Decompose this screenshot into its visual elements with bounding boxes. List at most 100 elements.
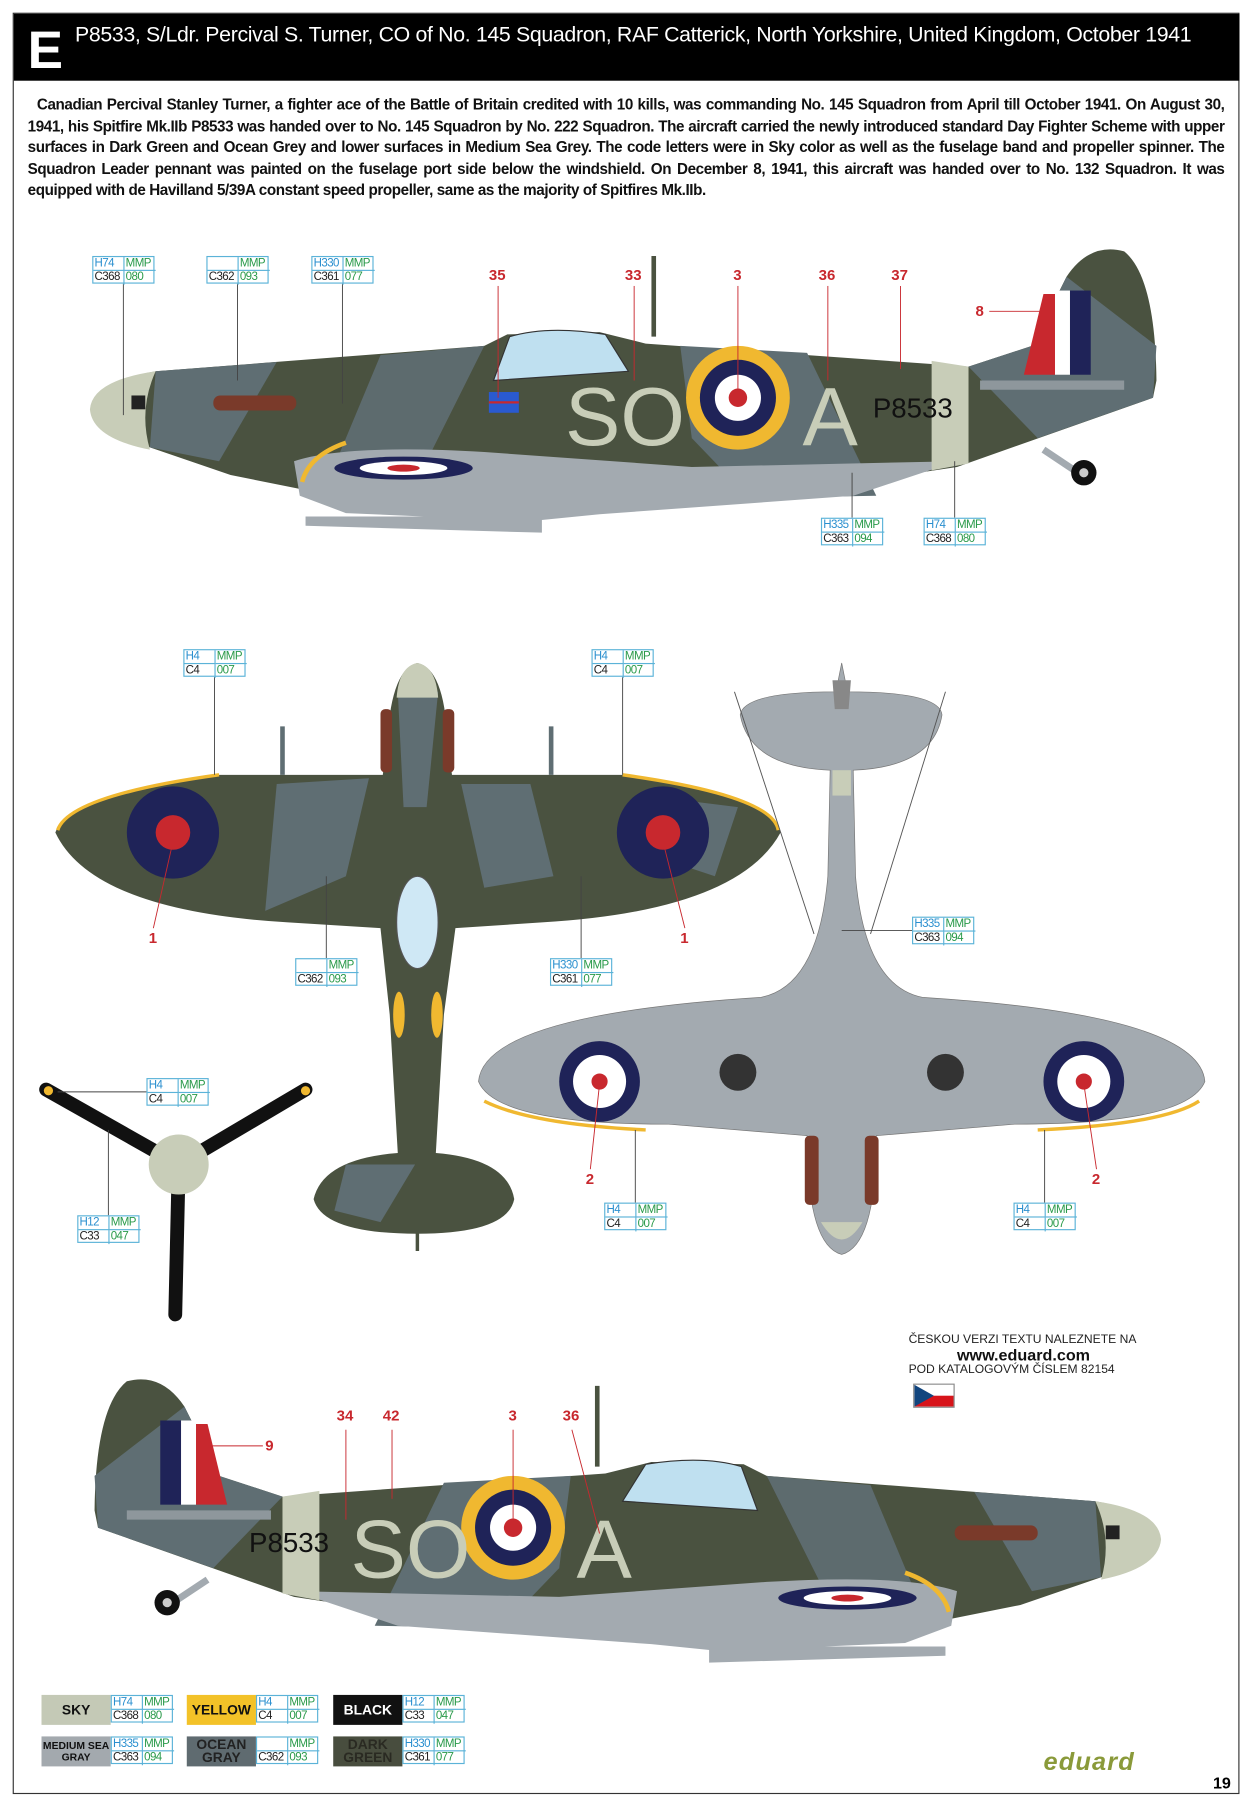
paint-code: 047 bbox=[110, 1230, 129, 1243]
czech-flag-icon bbox=[913, 1383, 955, 1408]
color-swatch: YELLOW bbox=[186, 1694, 256, 1725]
paint-code: MMP bbox=[343, 257, 375, 271]
paint-code: 007 bbox=[216, 664, 235, 677]
color-swatch: DARK GREEN bbox=[333, 1736, 403, 1767]
paint-code: 093 bbox=[328, 973, 347, 986]
profile-description: Canadian Percival Stanley Turner, a figh… bbox=[27, 95, 1225, 199]
paint-code: C368 bbox=[925, 532, 956, 547]
paint-code: C368 bbox=[112, 1709, 143, 1724]
paint-code: 047 bbox=[435, 1709, 454, 1723]
decal-number: 37 bbox=[891, 266, 908, 284]
paint-code: C363 bbox=[913, 931, 945, 946]
paint-code: MMP bbox=[238, 257, 270, 271]
paint-code: MMP bbox=[434, 1696, 466, 1710]
paint-code: 080 bbox=[144, 1709, 162, 1723]
paint-code: H12 bbox=[403, 1696, 435, 1710]
paint-code: C368 bbox=[93, 270, 125, 285]
paint-code: H330 bbox=[403, 1737, 435, 1752]
paint-code: MMP bbox=[142, 1738, 175, 1752]
decal-leader-lines bbox=[152, 285, 1097, 1534]
decal-number: 3 bbox=[733, 266, 742, 284]
paint-code: H4 bbox=[184, 650, 216, 665]
eduard-website-link[interactable]: www.eduard.com bbox=[956, 1345, 1091, 1364]
color-swatch: MEDIUM SEA GRAY bbox=[41, 1736, 111, 1767]
paint-code: 077 bbox=[435, 1751, 454, 1765]
page-frame bbox=[12, 12, 1240, 1795]
paint-code: H330 bbox=[312, 257, 344, 271]
code-letters-left: SO bbox=[565, 370, 685, 463]
paint-code: C362 bbox=[257, 1751, 289, 1766]
paint-code: MMP bbox=[944, 918, 976, 932]
paint-code: MMP bbox=[582, 959, 614, 974]
paint-code: C361 bbox=[404, 1751, 435, 1766]
paint-code: 077 bbox=[583, 973, 601, 986]
decal-number: 1 bbox=[680, 929, 689, 947]
color-swatch: OCEAN GRAY bbox=[186, 1736, 256, 1767]
top-view bbox=[55, 662, 781, 1252]
decal-number: 35 bbox=[488, 266, 506, 284]
decal-number: 1 bbox=[148, 929, 158, 947]
paint-code bbox=[257, 1737, 289, 1752]
propeller-view bbox=[39, 1082, 313, 1322]
code-letters-left-starboard: SO bbox=[351, 1502, 471, 1595]
decal-number: 42 bbox=[382, 1406, 400, 1424]
paint-code: 080 bbox=[125, 270, 144, 284]
paint-code: H4 bbox=[1014, 1203, 1046, 1218]
paint-code: MMP bbox=[142, 1696, 175, 1710]
paint-code: H4 bbox=[605, 1203, 637, 1218]
paint-code: MMP bbox=[853, 519, 885, 533]
paint-code: C363 bbox=[112, 1751, 143, 1766]
paint-code: 094 bbox=[945, 931, 963, 945]
decal-number: 36 bbox=[818, 266, 836, 284]
paint-code: H4 bbox=[592, 650, 624, 665]
paint-code bbox=[296, 959, 328, 974]
paint-code: MMP bbox=[434, 1738, 466, 1752]
paint-code: H335 bbox=[111, 1737, 143, 1752]
profile-letter: E bbox=[27, 19, 64, 80]
paint-code: H4 bbox=[257, 1696, 289, 1710]
paint-code: C4 bbox=[593, 664, 624, 678]
paint-code: 007 bbox=[1046, 1217, 1065, 1231]
paint-code: H74 bbox=[924, 518, 956, 533]
paint-code: H4 bbox=[147, 1079, 179, 1094]
paint-code: C4 bbox=[148, 1093, 179, 1107]
color-swatch: SKY bbox=[41, 1694, 111, 1725]
paint-code: 094 bbox=[144, 1751, 162, 1765]
serial-number: P8533 bbox=[873, 392, 953, 423]
eduard-logo: eduard bbox=[1043, 1746, 1135, 1776]
paint-code: 093 bbox=[239, 270, 258, 284]
paint-code: C361 bbox=[312, 270, 344, 285]
paint-code: 093 bbox=[289, 1751, 307, 1765]
czech-version-note: ČESKOU VERZI TEXTU NALEZNETE NA www.edua… bbox=[909, 1333, 1163, 1378]
czech-note-line1: ČESKOU VERZI TEXTU NALEZNETE NA bbox=[908, 1332, 1137, 1347]
paint-code: C4 bbox=[605, 1217, 637, 1232]
paint-code: 094 bbox=[854, 532, 872, 546]
paint-code: 077 bbox=[344, 270, 363, 284]
paint-code: H330 bbox=[551, 959, 583, 974]
paint-code: C362 bbox=[296, 973, 328, 987]
paint-code: MMP bbox=[327, 959, 359, 974]
paint-code: C4 bbox=[184, 664, 216, 678]
code-letter-right: A bbox=[802, 370, 858, 463]
starboard-side-view: SO A P8533 bbox=[95, 1379, 1162, 1662]
color-swatch: BLACK bbox=[333, 1694, 403, 1725]
paint-code: H12 bbox=[78, 1216, 110, 1231]
decal-number: 3 bbox=[508, 1406, 517, 1424]
paint-code: MMP bbox=[1045, 1204, 1077, 1218]
paint-code: MMP bbox=[623, 650, 655, 665]
paint-code: MMP bbox=[109, 1216, 141, 1231]
paint-code: H335 bbox=[822, 518, 854, 533]
paint-code: C33 bbox=[404, 1709, 435, 1724]
czech-note-line3: POD KATALOGOVÝM ČÍSLEM 82154 bbox=[908, 1362, 1115, 1377]
serial-number-starboard: P8533 bbox=[249, 1527, 329, 1558]
decal-number: 36 bbox=[562, 1406, 580, 1424]
